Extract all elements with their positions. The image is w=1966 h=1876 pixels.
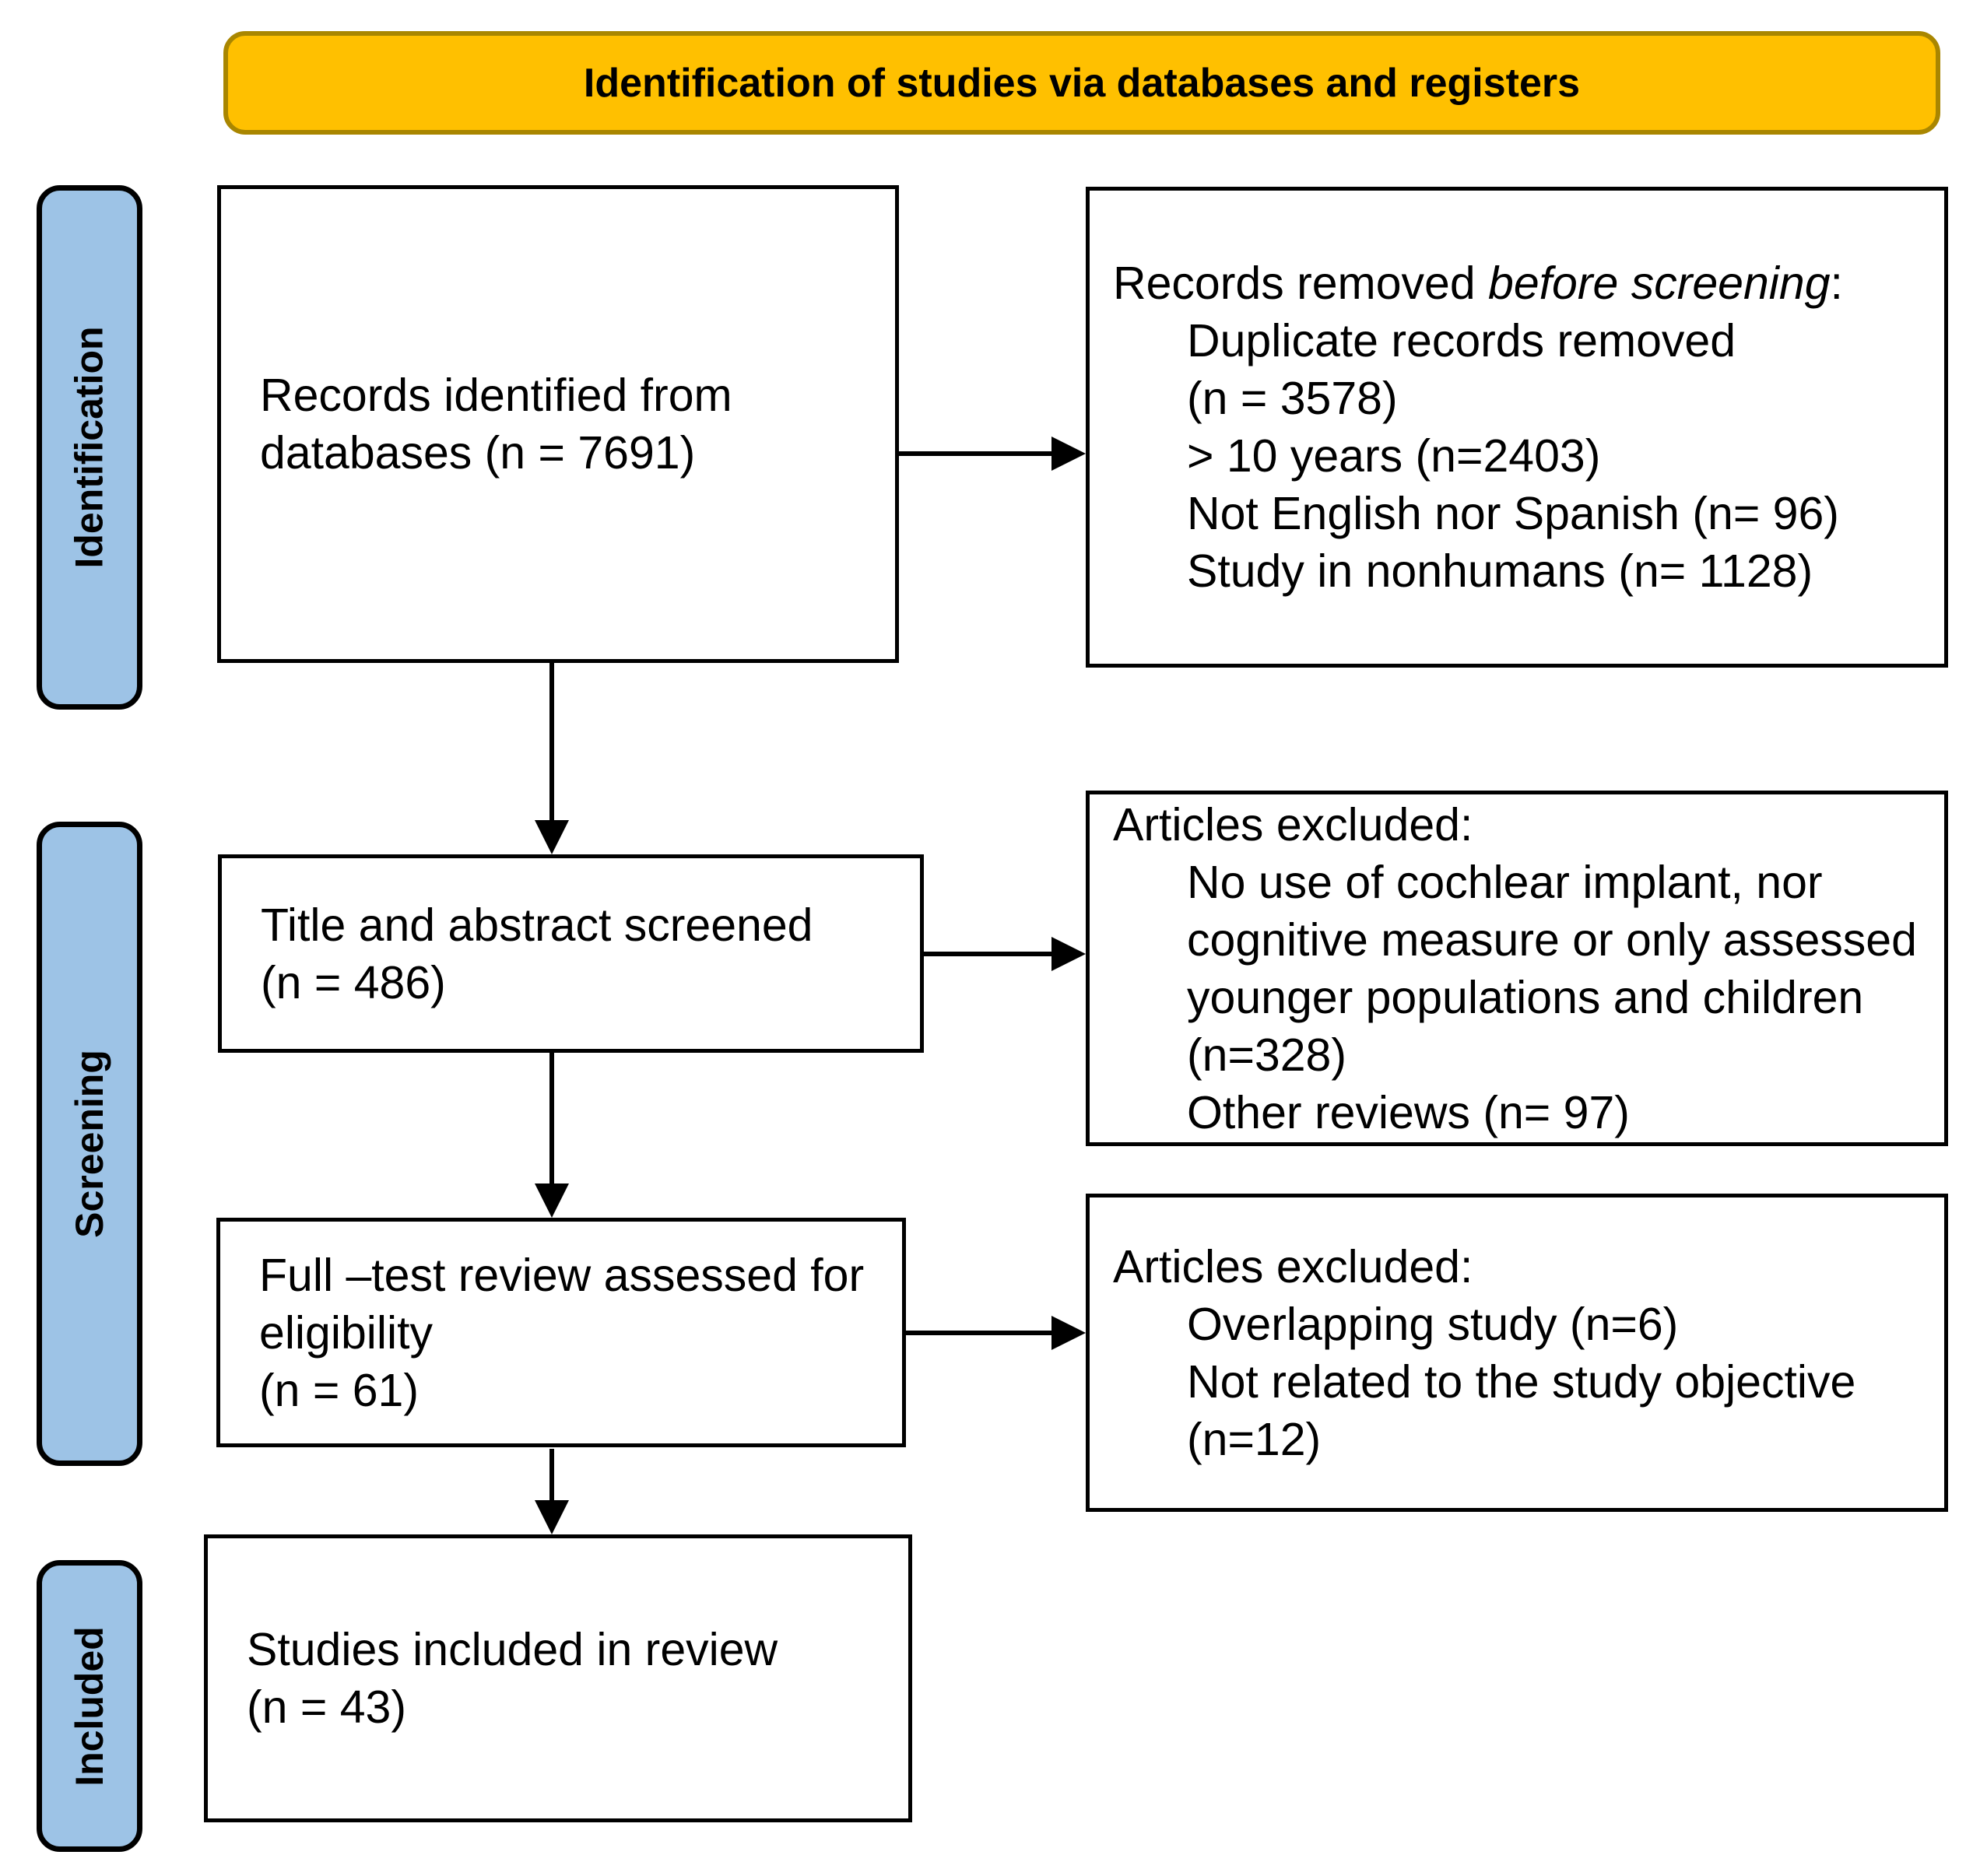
- stage-label-text: Screening: [68, 1050, 111, 1238]
- arrowhead-screened-to-excluded: [1051, 937, 1086, 971]
- removed-heading-prefix: Records removed: [1113, 258, 1489, 309]
- box-articles-excluded-fulltext: Articles excluded: Overlapping study (n=…: [1086, 1194, 1948, 1512]
- box-title-abstract-screened: Title and abstract screened (n = 486): [218, 854, 924, 1053]
- text-line: Studies included in review: [247, 1624, 778, 1675]
- text-line: Records identified from: [260, 370, 732, 421]
- arrow-line-fulltext-to-included: [549, 1449, 554, 1500]
- stage-label-text: Identification: [68, 326, 112, 569]
- stage-label-identification: Identification: [37, 185, 142, 710]
- excluded-item: (n=12): [1187, 1413, 1322, 1465]
- arrow-line-screened-to-excluded: [924, 952, 1051, 956]
- excluded-item: Not English nor Spanish (n= 96): [1187, 488, 1839, 539]
- excluded-item: > 10 years (n=2403): [1187, 430, 1601, 482]
- box-articles-excluded-screening: Articles excluded: No use of cochlear im…: [1086, 791, 1948, 1146]
- stage-label-screening: Screening: [37, 822, 142, 1466]
- excluded-item: cognitive measure or only assessed: [1187, 913, 1917, 966]
- box-full-text-review: Full –test review assessed for eligibili…: [216, 1218, 906, 1447]
- banner: Identification of studies via databases …: [223, 31, 1940, 135]
- excluded-item: Other reviews (n= 97): [1187, 1086, 1630, 1138]
- text-line: Full –test review assessed for: [259, 1249, 865, 1301]
- banner-title: Identification of studies via databases …: [583, 60, 1581, 106]
- text-line: (n = 486): [261, 956, 446, 1008]
- text-line: Title and abstract screened: [261, 899, 813, 951]
- excluded-item: (n = 3578): [1187, 373, 1398, 424]
- excluded-heading: Articles excluded:: [1113, 798, 1473, 850]
- arrow-line-identified-to-removed: [899, 451, 1051, 456]
- arrow-line-fulltext-to-excluded: [906, 1331, 1051, 1335]
- arrowhead-identified-to-removed: [1051, 437, 1086, 471]
- excluded-heading: Articles excluded:: [1113, 1240, 1473, 1292]
- excluded-item: Study in nonhumans (n= 1128): [1187, 545, 1813, 597]
- text-line: eligibility: [259, 1306, 433, 1359]
- text-line: (n = 61): [259, 1364, 419, 1416]
- arrowhead-fulltext-to-included: [535, 1500, 569, 1534]
- excluded-item: Not related to the study objective: [1187, 1355, 1856, 1408]
- box-records-identified: Records identified from databases (n = 7…: [217, 185, 899, 663]
- excluded-item: younger populations and children: [1187, 971, 1864, 1023]
- arrow-line-screened-to-fulltext: [549, 1053, 554, 1183]
- text-line: (n = 43): [247, 1681, 406, 1733]
- removed-heading: Records removed before screening:: [1113, 254, 1929, 312]
- removed-heading-italic: before screening: [1488, 258, 1831, 309]
- text-line: databases (n = 7691): [260, 427, 696, 479]
- excluded-item: Overlapping study (n=6): [1187, 1298, 1679, 1350]
- box-records-removed-before-screening: Records removed before screening: Duplic…: [1086, 187, 1948, 668]
- excluded-item: (n=328): [1187, 1029, 1347, 1081]
- arrowhead-screened-to-fulltext: [535, 1183, 569, 1218]
- stage-label-text: Included: [68, 1625, 112, 1787]
- arrowhead-identified-to-screened: [535, 820, 569, 854]
- excluded-item: No use of cochlear implant, nor: [1187, 856, 1823, 908]
- excluded-item: Duplicate records removed: [1187, 315, 1736, 366]
- stage-label-included: Included: [37, 1560, 142, 1852]
- box-studies-included: Studies included in review (n = 43): [204, 1534, 912, 1822]
- arrow-line-identified-to-screened: [549, 663, 554, 820]
- arrowhead-fulltext-to-excluded: [1051, 1316, 1086, 1350]
- removed-heading-suffix: :: [1830, 258, 1843, 309]
